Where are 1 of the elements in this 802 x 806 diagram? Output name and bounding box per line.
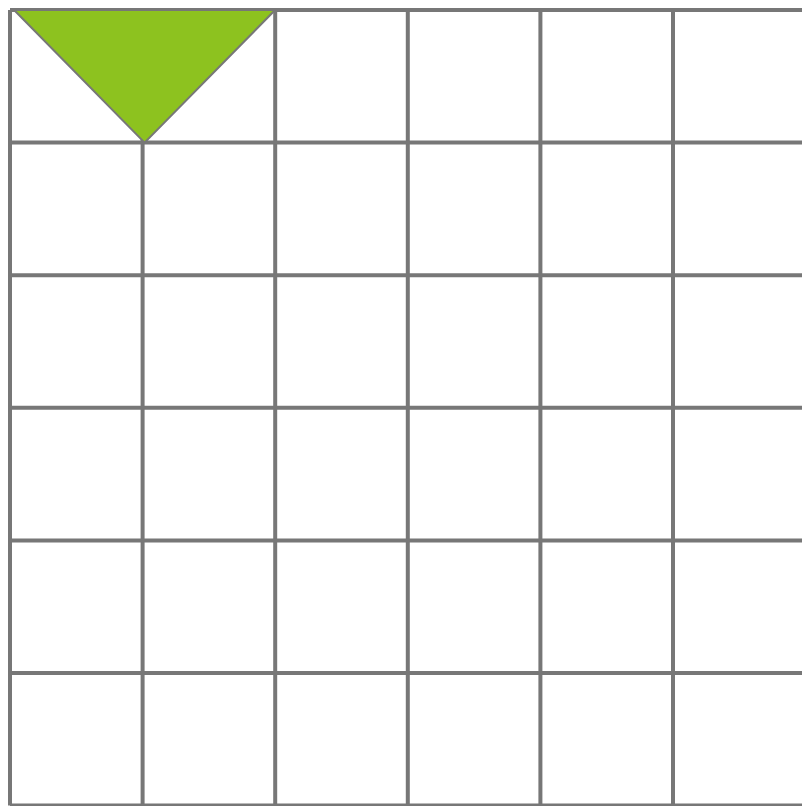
triangle-shape	[11, 9, 278, 145]
